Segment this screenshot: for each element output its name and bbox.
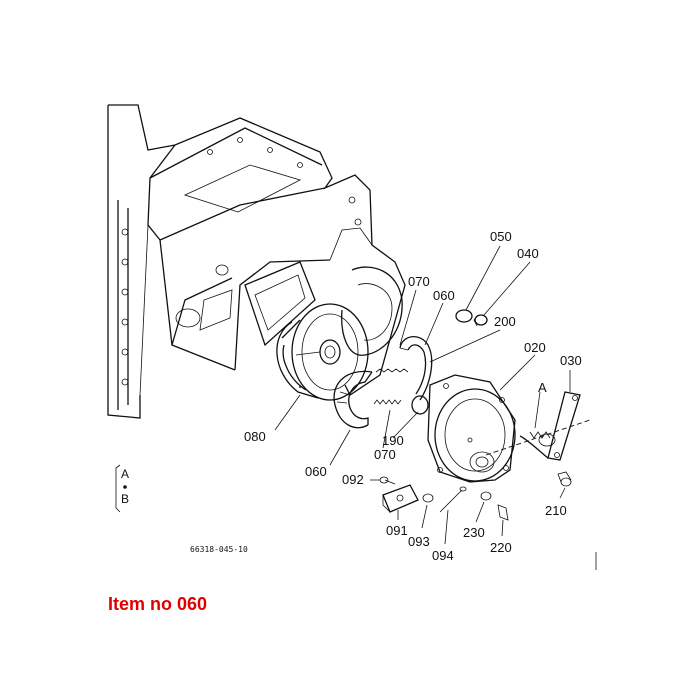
nut-040 bbox=[473, 314, 488, 327]
item-caption: Item no 060 bbox=[108, 594, 208, 614]
cam bbox=[411, 395, 429, 415]
brake-drum bbox=[276, 303, 369, 401]
label-040: 040 bbox=[517, 246, 539, 261]
label-080: 080 bbox=[244, 429, 266, 444]
label-092: 092 bbox=[342, 472, 364, 487]
bolt-092 bbox=[379, 476, 396, 485]
label-094: 094 bbox=[432, 548, 454, 563]
leader-lines bbox=[274, 245, 571, 545]
label-A: A bbox=[538, 380, 547, 395]
label-210: 210 bbox=[545, 503, 567, 518]
transmission-case bbox=[107, 104, 406, 419]
figure-code: 66318-045-10 bbox=[190, 545, 248, 554]
legend-b: B bbox=[121, 492, 129, 506]
brake-shoe-lower bbox=[333, 370, 373, 429]
label-091: 091 bbox=[386, 523, 408, 538]
bolt-220 bbox=[497, 504, 509, 521]
label-200: 200 bbox=[494, 314, 516, 329]
label-230: 230 bbox=[463, 525, 485, 540]
washer-093 bbox=[422, 493, 434, 503]
label-030: 030 bbox=[560, 353, 582, 368]
bolt-094 bbox=[439, 486, 467, 513]
brake-lever bbox=[519, 391, 581, 461]
label-190: 190 bbox=[382, 433, 404, 448]
return-spring-upper bbox=[375, 368, 409, 373]
legend-a-b: A B bbox=[115, 464, 129, 513]
label-220: 220 bbox=[490, 540, 512, 555]
washer-230 bbox=[480, 491, 492, 501]
label-060-upper: 060 bbox=[433, 288, 455, 303]
label-070-upper: 070 bbox=[408, 274, 430, 289]
seal-050 bbox=[455, 309, 473, 323]
shaft-axis-line bbox=[485, 419, 591, 456]
bracket-091 bbox=[382, 484, 419, 513]
label-093: 093 bbox=[408, 534, 430, 549]
legend-a: A bbox=[121, 467, 129, 481]
brake-cover bbox=[427, 374, 516, 483]
label-050: 050 bbox=[490, 229, 512, 244]
bolt-210 bbox=[557, 471, 572, 487]
label-070-lower: 070 bbox=[374, 447, 396, 462]
label-060-lower: 060 bbox=[305, 464, 327, 479]
return-spring-lower bbox=[373, 399, 402, 405]
brake-shoe-upper bbox=[399, 336, 433, 401]
label-020: 020 bbox=[524, 340, 546, 355]
